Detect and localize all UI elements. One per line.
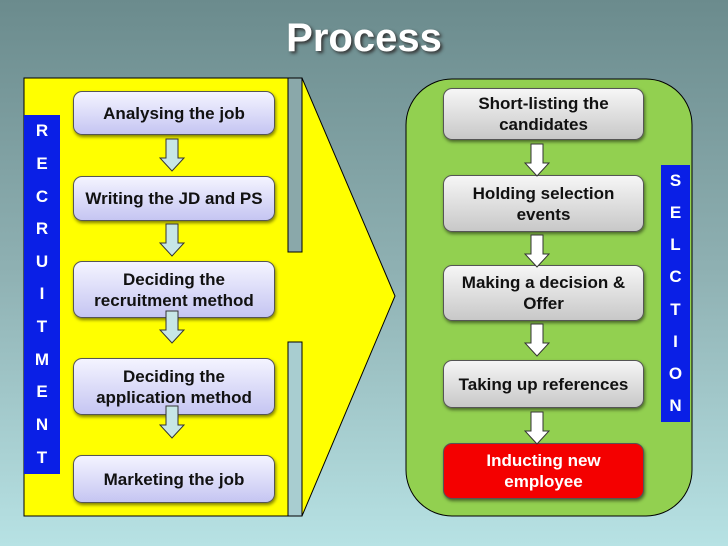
step-recruitment-method: Deciding the recruitment method — [73, 261, 275, 318]
label-letter: E — [36, 153, 48, 173]
step-analysing-job: Analysing the job — [73, 91, 275, 135]
label-letter: M — [34, 349, 50, 369]
label-letter: O — [668, 363, 683, 383]
label-letter: S — [669, 171, 682, 191]
down-arrow-icon — [159, 223, 185, 257]
down-arrow-icon — [159, 138, 185, 172]
label-letter: E — [669, 203, 682, 223]
down-arrow-icon — [524, 234, 550, 268]
step-short-listing: Short-listing the candidates — [443, 88, 644, 140]
label-letter: N — [669, 395, 682, 415]
label-letter: I — [673, 331, 678, 351]
label-letter: R — [35, 121, 49, 141]
label-letter: I — [39, 284, 45, 304]
down-arrow-icon — [159, 310, 185, 344]
notch-top — [287, 77, 303, 253]
label-letter: R — [35, 219, 49, 239]
label-letter: C — [35, 186, 49, 206]
notch-bottom — [287, 341, 303, 517]
label-letter: T — [36, 447, 48, 467]
step-decision-offer: Making a decision & Offer — [443, 265, 644, 321]
down-arrow-icon — [524, 411, 550, 445]
label-letter: L — [670, 235, 681, 255]
label-letter: E — [36, 382, 48, 402]
step-references: Taking up references — [443, 360, 644, 408]
step-inducting-employee: Inducting new employee — [443, 443, 644, 499]
step-selection-events: Holding selection events — [443, 175, 644, 232]
step-marketing-job: Marketing the job — [73, 455, 275, 503]
label-letter: C — [669, 267, 682, 287]
down-arrow-icon — [524, 143, 550, 177]
label-letter: U — [35, 251, 49, 271]
down-arrow-icon — [159, 405, 185, 439]
label-letter: T — [670, 299, 681, 319]
down-arrow-icon — [524, 323, 550, 357]
step-writing-jd-ps: Writing the JD and PS — [73, 176, 275, 221]
page-title: Process — [286, 16, 442, 60]
label-letter: N — [35, 414, 49, 434]
label-letter: T — [36, 317, 48, 337]
